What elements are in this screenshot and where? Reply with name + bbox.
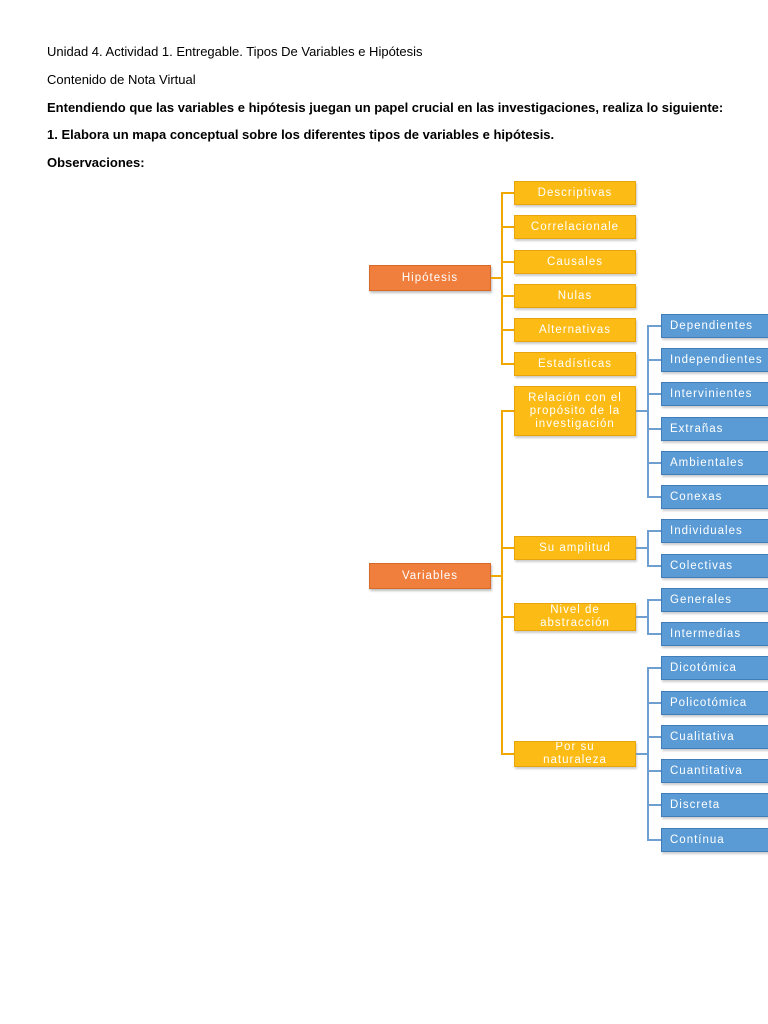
variable-type-node: Intermedias: [661, 622, 768, 646]
hipotesis-type-node: Correlacionale: [514, 215, 636, 239]
group-leaf-connector: [636, 547, 648, 549]
group-leaf-spine: [647, 668, 649, 841]
leaf-connector: [647, 565, 661, 567]
doc-observations: Observaciones:: [47, 155, 145, 170]
hipotesis-type-node: Nulas: [514, 284, 636, 308]
hipotesis-child-connector: [501, 192, 514, 194]
variable-type-node: Dependientes: [661, 314, 768, 338]
variables-group-connector: [501, 616, 514, 618]
hipotesis-node: Hipótesis: [369, 265, 491, 291]
leaf-connector: [647, 736, 661, 738]
variable-type-node: Independientes: [661, 348, 768, 372]
doc-instruction: Entendiendo que las variables e hipótesi…: [47, 100, 724, 115]
variable-group-node: Su amplitud: [514, 536, 636, 560]
leaf-connector: [647, 770, 661, 772]
variables-group-connector: [501, 410, 514, 412]
leaf-connector: [647, 462, 661, 464]
variable-type-node: Individuales: [661, 519, 768, 543]
variable-type-node: Contínua: [661, 828, 768, 852]
variable-type-node: Generales: [661, 588, 768, 612]
hipotesis-type-node: Alternativas: [514, 318, 636, 342]
variable-type-node: Cualitativa: [661, 725, 768, 749]
leaf-connector: [647, 359, 661, 361]
variable-type-node: Extrañas: [661, 417, 768, 441]
variable-type-node: Dicotómica: [661, 656, 768, 680]
variables-group-connector: [501, 547, 514, 549]
group-leaf-connector: [636, 616, 648, 618]
leaf-connector: [647, 702, 661, 704]
hipotesis-child-connector: [501, 329, 514, 331]
hipotesis-type-node: Estadísticas: [514, 352, 636, 376]
variables-connector: [491, 575, 502, 577]
hipotesis-spine: [501, 193, 503, 365]
leaf-connector: [647, 633, 661, 635]
hipotesis-child-connector: [501, 226, 514, 228]
variable-type-node: Cuantitativa: [661, 759, 768, 783]
leaf-connector: [647, 804, 661, 806]
hipotesis-child-connector: [501, 295, 514, 297]
variable-group-node: Por su naturaleza: [514, 741, 636, 767]
doc-task: 1. Elabora un mapa conceptual sobre los …: [47, 127, 555, 142]
doc-title: Unidad 4. Actividad 1. Entregable. Tipos…: [47, 44, 423, 59]
variable-type-node: Conexas: [661, 485, 768, 509]
leaf-connector: [647, 839, 661, 841]
hipotesis-type-node: Descriptivas: [514, 181, 636, 205]
leaf-connector: [647, 393, 661, 395]
variable-type-node: Ambientales: [661, 451, 768, 475]
leaf-connector: [647, 667, 661, 669]
doc-subtitle: Contenido de Nota Virtual: [47, 72, 196, 87]
group-leaf-spine: [647, 531, 649, 567]
leaf-connector: [647, 325, 661, 327]
variables-spine: [501, 411, 503, 755]
group-leaf-connector: [636, 410, 648, 412]
variable-group-node: Relación con el propósito de la investig…: [514, 386, 636, 436]
variable-type-node: Intervinientes: [661, 382, 768, 406]
leaf-connector: [647, 496, 661, 498]
leaf-connector: [647, 530, 661, 532]
group-leaf-spine: [647, 326, 649, 498]
leaf-connector: [647, 428, 661, 430]
hipotesis-type-node: Causales: [514, 250, 636, 274]
variables-node: Variables: [369, 563, 491, 589]
variables-group-connector: [501, 753, 514, 755]
variable-type-node: Policotómica: [661, 691, 768, 715]
variable-group-node: Nivel de abstracción: [514, 603, 636, 631]
leaf-connector: [647, 599, 661, 601]
group-leaf-spine: [647, 600, 649, 635]
hipotesis-connector: [491, 277, 502, 279]
group-leaf-connector: [636, 753, 648, 755]
variable-type-node: Discreta: [661, 793, 768, 817]
hipotesis-child-connector: [501, 363, 514, 365]
variable-type-node: Colectivas: [661, 554, 768, 578]
hipotesis-child-connector: [501, 261, 514, 263]
